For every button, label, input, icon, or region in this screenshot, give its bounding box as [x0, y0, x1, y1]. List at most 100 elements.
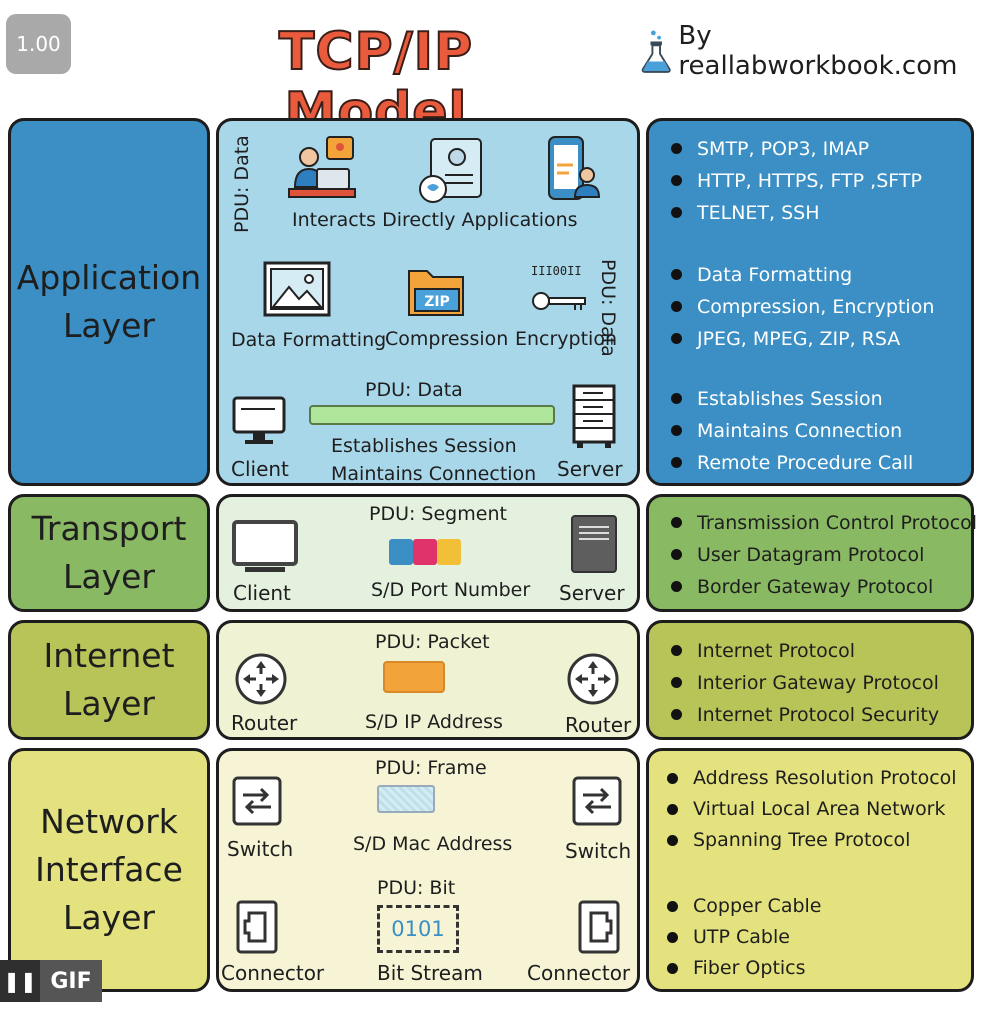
- client-label: Client: [231, 457, 289, 481]
- pdu-data-mid: PDU: Data: [365, 379, 463, 401]
- transport-protocols-panel: Transmission Control Protocol User Datag…: [646, 494, 977, 612]
- router-icon: [567, 653, 619, 705]
- bullet-item: Virtual Local Area Network: [663, 794, 957, 825]
- ip-address-label: S/D IP Address: [365, 711, 503, 733]
- packet-block: [383, 661, 445, 693]
- router-right-label: Router: [565, 713, 632, 737]
- client-monitor-icon: [232, 396, 286, 444]
- bullet-item: Border Gateway Protocol: [667, 571, 977, 603]
- bullet-item: Internet Protocol Security: [667, 699, 939, 731]
- transport-layer-label: Transport Layer: [8, 494, 210, 612]
- gif-badge[interactable]: ❚❚ GIF: [0, 960, 102, 1002]
- mobile-app-icon: [548, 136, 601, 200]
- pdu-data-vertical-left: PDU: Data: [231, 135, 253, 233]
- speed-badge[interactable]: 1.00: [6, 14, 71, 74]
- data-formatting-label: Data Formatting: [231, 329, 387, 351]
- pdu-packet-label: PDU: Packet: [375, 631, 490, 653]
- application-protocols-panel: SMTP, POP3, IMAP HTTP, HTTPS, FTP ,SFTP …: [646, 118, 974, 486]
- application-layer-panel: PDU: Data Interacts Directly Application…: [216, 118, 640, 486]
- pdu-segment-label: PDU: Segment: [369, 503, 507, 525]
- switch-icon: [572, 776, 622, 826]
- bullet-item: Copper Cable: [663, 891, 822, 922]
- bullet-item: Establishes Session: [667, 383, 913, 415]
- port-block-blue: [389, 539, 413, 565]
- switch-icon: [232, 776, 282, 826]
- connector-left-label: Connector: [221, 961, 325, 985]
- bullet-item: User Datagram Protocol: [667, 539, 977, 571]
- person-laptop-icon: [288, 136, 356, 198]
- gif-label: GIF: [40, 960, 102, 1002]
- bit-stream-label: Bit Stream: [377, 961, 483, 985]
- bullet-item: TELNET, SSH: [667, 197, 922, 229]
- bullet-item: Fiber Optics: [663, 953, 822, 984]
- network-interface-layer-label: Network Interface Layer: [8, 748, 210, 992]
- internet-layer-panel: PDU: Packet Router S/D IP Address Router: [216, 620, 640, 740]
- application-bullets-group-2: Data Formatting Compression, Encryption …: [667, 259, 934, 355]
- network-interface-bullets-group-2: Copper Cable UTP Cable Fiber Optics: [663, 891, 822, 984]
- bullet-item: JPEG, MPEG, ZIP, RSA: [667, 323, 934, 355]
- pause-icon[interactable]: ❚❚: [0, 960, 40, 1002]
- svg-text:ZIP: ZIP: [424, 294, 450, 310]
- bullet-item: SMTP, POP3, IMAP: [667, 133, 922, 165]
- page-title: TCP/IP Model: [278, 21, 474, 143]
- flask-icon: [641, 30, 671, 73]
- session-label-1: Establishes Session: [331, 435, 517, 457]
- pdu-frame-label: PDU: Frame: [375, 757, 487, 779]
- bullet-item: HTTP, HTTPS, FTP ,SFTP: [667, 165, 922, 197]
- network-interface-protocols-panel: Address Resolution Protocol Virtual Loca…: [646, 748, 974, 992]
- zip-folder-icon: ZIP: [408, 270, 464, 316]
- compression-label: Compression: [385, 328, 509, 350]
- server-label: Server: [559, 581, 625, 605]
- port-number-label: S/D Port Number: [371, 579, 531, 601]
- port-number-blocks: [389, 539, 461, 565]
- internet-bullets: Internet Protocol Interior Gateway Proto…: [667, 635, 939, 731]
- session-label-2: Maintains Connection: [331, 463, 537, 485]
- application-bullets-group-1: SMTP, POP3, IMAP HTTP, HTTPS, FTP ,SFTP …: [667, 133, 922, 229]
- server-label: Server: [557, 457, 623, 481]
- router-left-label: Router: [231, 711, 298, 735]
- svg-text:III00II: III00II: [531, 264, 582, 278]
- application-layer-label: Application Layer: [8, 118, 210, 486]
- bullet-item: Spanning Tree Protocol: [663, 825, 957, 856]
- application-bullets-group-3: Establishes Session Maintains Connection…: [667, 383, 913, 479]
- internet-layer-label: Internet Layer: [8, 620, 210, 740]
- bits-value: 0101: [391, 917, 445, 941]
- bit-stream-box: 0101: [377, 905, 459, 953]
- router-icon: [235, 653, 287, 705]
- connector-right-label: Connector: [527, 961, 631, 985]
- byline-text: By reallabworkbook.com: [678, 21, 958, 81]
- frame-block: [377, 785, 435, 813]
- bullet-item: Address Resolution Protocol: [663, 763, 957, 794]
- bullet-item: Maintains Connection: [667, 415, 913, 447]
- transport-layer-panel: PDU: Segment Client S/D Port Number Serv…: [216, 494, 640, 612]
- port-block-pink: [413, 539, 437, 565]
- image-icon: [263, 261, 331, 317]
- client-monitor-icon: [232, 520, 298, 572]
- encryption-label: Encryption: [515, 328, 618, 350]
- internet-protocols-panel: Internet Protocol Interior Gateway Proto…: [646, 620, 974, 740]
- port-block-yellow: [437, 539, 461, 565]
- connector-icon: [236, 900, 278, 954]
- switch-right-label: Switch: [565, 839, 632, 863]
- client-label: Client: [233, 581, 291, 605]
- switch-left-label: Switch: [227, 837, 294, 861]
- profile-document-icon: [419, 138, 482, 203]
- bullet-item: Remote Procedure Call: [667, 447, 913, 479]
- server-tower-icon: [572, 384, 616, 448]
- bullet-item: Transmission Control Protocol: [667, 507, 977, 539]
- session-bar: [309, 405, 555, 425]
- bullet-item: Interior Gateway Protocol: [667, 667, 939, 699]
- transport-bullets: Transmission Control Protocol User Datag…: [667, 507, 977, 603]
- interacts-label: Interacts Directly Applications: [292, 209, 578, 231]
- bullet-item: Internet Protocol: [667, 635, 939, 667]
- bullet-item: Data Formatting: [667, 259, 934, 291]
- bullet-item: UTP Cable: [663, 922, 822, 953]
- network-interface-bullets-group-1: Address Resolution Protocol Virtual Loca…: [663, 763, 957, 856]
- connector-icon: [578, 900, 620, 954]
- key-encryption-icon: III00II: [531, 264, 586, 310]
- mac-address-label: S/D Mac Address: [353, 833, 513, 855]
- byline: By reallabworkbook.com: [640, 21, 984, 81]
- bullet-item: Compression, Encryption: [667, 291, 934, 323]
- network-interface-layer-panel: PDU: Frame Switch S/D Mac Address Switch…: [216, 748, 640, 992]
- pdu-bit-label: PDU: Bit: [377, 877, 456, 899]
